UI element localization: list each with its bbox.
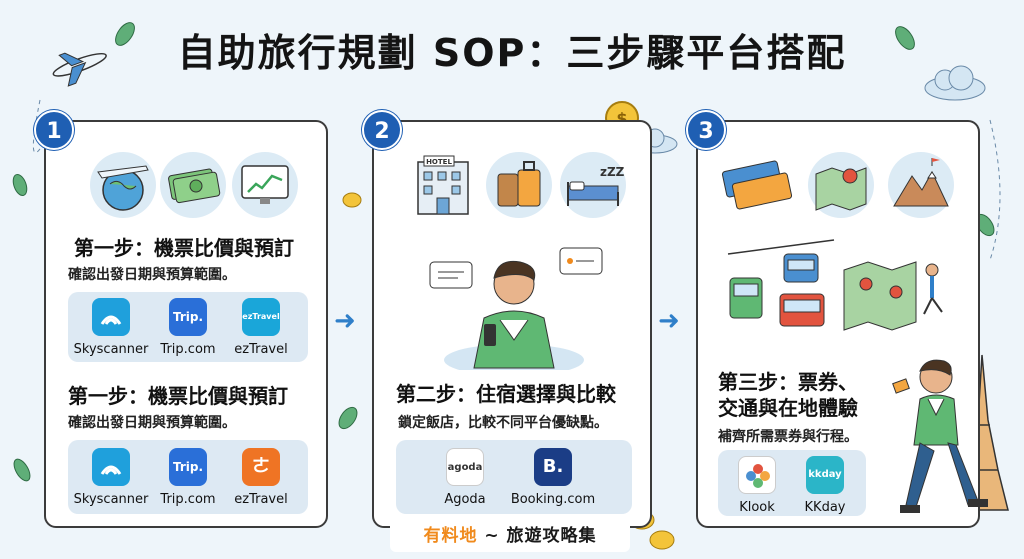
airplane-icon	[52, 52, 107, 87]
mountain-icon	[888, 152, 954, 218]
map-pin-icon	[808, 152, 874, 218]
step-number-badge: 3	[686, 110, 726, 150]
step-title: 第一步：機票比價與預訂	[74, 236, 294, 260]
footer-separator: ~	[477, 526, 507, 546]
step-2-card: 2 HOTEL zZZ	[362, 110, 652, 528]
platform-name: ezTravel	[234, 342, 288, 357]
platform-group: Skyscanner Trip. Trip.com ezTravel ezTra…	[68, 292, 308, 362]
platform-name: Booking.com	[510, 492, 596, 507]
step-title: 第一步：機票比價與預訂	[68, 384, 288, 408]
platform-name: KKday	[804, 500, 846, 515]
step-subtitle: 確認出發日期與預算範圍。	[68, 415, 236, 431]
traveler-with-tickets-illustration	[892, 359, 988, 513]
platform-kkday[interactable]: kkday KKday	[782, 456, 868, 515]
platform-skyscanner[interactable]: Skyscanner	[68, 298, 154, 357]
svg-text:$: $	[616, 109, 627, 128]
step-title: 第三步：票券、	[718, 370, 858, 394]
platform-name: Trip.com	[160, 492, 216, 507]
platform-trip-com[interactable]: Trip. Trip.com	[145, 298, 231, 357]
platform-group: Skyscanner Trip. Trip.com ㄜ ezTravel	[68, 440, 308, 514]
platform-name: Trip.com	[160, 342, 216, 357]
brand-name: 有料地	[423, 526, 478, 546]
platform-name: Skyscanner	[73, 492, 149, 507]
bed-sleep-icon: zZZ	[560, 152, 626, 218]
step-subtitle: 鎖定飯店，比較不同平台優缺點。	[398, 415, 608, 431]
platform-trip-com[interactable]: Trip. Trip.com	[145, 448, 231, 507]
page-title: 自助旅行規劃 SOP：三步驟平台搭配	[177, 31, 847, 75]
step-number-badge: 2	[362, 110, 402, 150]
arrow-right-icon: ➜	[334, 306, 356, 336]
hotel-sign: HOTEL	[426, 158, 452, 166]
monitor-chart-icon	[232, 152, 298, 218]
eztravel-icon: ezTravel	[242, 298, 280, 336]
arrow-right-icon: ➜	[658, 306, 680, 336]
dashed-path-right	[989, 119, 1001, 261]
map-runner-icon	[843, 261, 943, 331]
money-icon	[160, 152, 226, 218]
platform-eztravel[interactable]: ezTravel ezTravel	[218, 298, 304, 357]
booking-com-icon: B.	[534, 448, 572, 486]
step-number-badge: 1	[34, 110, 74, 150]
platform-name: Agoda	[444, 492, 486, 507]
kkday-icon: kkday	[806, 456, 844, 494]
step-title: 交通與在地體驗	[718, 396, 858, 420]
trip-com-icon: Trip.	[169, 298, 207, 336]
platform-group: Klook kkday KKday	[718, 450, 866, 516]
traveler-with-phone-illustration	[429, 247, 603, 370]
platform-eztravel[interactable]: ㄜ ezTravel	[218, 448, 304, 507]
gondola-train-icon	[727, 239, 835, 327]
step-title: 第二步：住宿選擇與比較	[396, 382, 616, 406]
cloud-icon	[924, 65, 986, 101]
platform-booking-com[interactable]: B. Booking.com	[510, 448, 596, 507]
step-3-card: 3 第三步：票券、 交通與在地體驗 補	[686, 110, 980, 528]
svg-text:zZZ: zZZ	[600, 165, 625, 179]
skyscanner-icon	[92, 448, 130, 486]
luggage-icon	[486, 152, 552, 218]
platform-skyscanner[interactable]: Skyscanner	[68, 448, 154, 507]
platform-agoda[interactable]: agoda Agoda	[422, 448, 508, 507]
skyscanner-icon	[92, 298, 130, 336]
eztravel-icon: ㄜ	[242, 448, 280, 486]
leaf-icon	[12, 22, 995, 482]
platform-klook[interactable]: Klook	[714, 456, 800, 515]
tickets-icon	[721, 160, 793, 210]
platform-name: Klook	[739, 500, 775, 515]
globe-airplane-icon	[90, 152, 156, 218]
trip-com-icon: Trip.	[169, 448, 207, 486]
footer-branding: 有料地 ~ 旅遊攻略集	[390, 520, 630, 552]
footer-text: 旅遊攻略集	[506, 526, 597, 546]
step-subtitle: 補齊所需票券與行程。	[718, 429, 858, 445]
step-subtitle: 確認出發日期與預算範圍。	[68, 267, 236, 283]
platform-group: agoda Agoda B. Booking.com	[396, 440, 632, 514]
hotel-building-icon: HOTEL	[417, 155, 469, 215]
platform-name: Skyscanner	[73, 342, 149, 357]
agoda-icon: agoda	[446, 448, 484, 486]
platform-name: ezTravel	[234, 492, 288, 507]
step-1-card: 1 第一步：機票比價與預訂 確認出發日期與預算範圍。	[34, 110, 328, 528]
klook-icon	[738, 456, 776, 494]
